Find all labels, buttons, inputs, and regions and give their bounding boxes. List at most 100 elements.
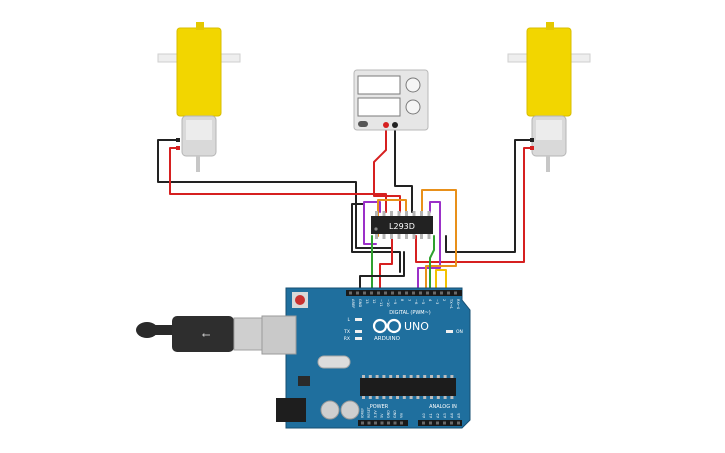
right-motor-terminal-2[interactable] [530, 146, 534, 150]
right-motor-cap [536, 120, 562, 140]
digital-pin[interactable] [391, 291, 394, 295]
right-motor-terminal-1[interactable] [530, 138, 534, 142]
analog-pin[interactable] [443, 421, 446, 425]
led-on-label: ON [456, 329, 463, 335]
digital-pin[interactable] [419, 291, 422, 295]
digital-pin[interactable] [398, 291, 401, 295]
ic-pins-bottom [375, 234, 431, 239]
wire-left-motor-black[interactable] [157, 139, 393, 249]
left-motor-terminal-1[interactable] [176, 138, 180, 142]
mcu-pin [402, 396, 406, 399]
digital-pin[interactable] [363, 291, 366, 295]
analog-pin-label: A1 [429, 413, 433, 418]
led-l [355, 318, 362, 321]
l293d-chip[interactable]: L293D [371, 211, 433, 239]
analog-pin[interactable] [436, 421, 439, 425]
digital-pin-label: ~11 [379, 299, 383, 307]
digital-pin[interactable] [370, 291, 373, 295]
digital-pin[interactable] [426, 291, 429, 295]
ic-pin[interactable] [412, 234, 416, 239]
digital-pin[interactable] [454, 291, 457, 295]
analog-header-label: ANALOG IN [429, 404, 457, 410]
mcu-pin [416, 375, 420, 378]
ic-pin[interactable] [405, 211, 408, 216]
digital-pin[interactable] [433, 291, 436, 295]
mcu-pin [409, 396, 413, 399]
wire-psu-black[interactable] [394, 125, 413, 213]
ic-pin[interactable] [382, 234, 386, 239]
wire-green-2[interactable] [429, 235, 435, 289]
psu-positive-terminal[interactable] [383, 122, 389, 128]
wire-orange-loop[interactable] [421, 189, 457, 289]
ic-pin[interactable] [427, 234, 431, 239]
digital-pin[interactable] [377, 291, 380, 295]
left-dc-motor[interactable] [157, 22, 241, 172]
led-l-label: L [347, 317, 350, 323]
power-pin[interactable] [361, 421, 364, 425]
power-pin[interactable] [400, 421, 403, 425]
digital-pin-label: RX←0 [456, 299, 460, 310]
ic-pin[interactable] [397, 211, 401, 216]
right-dc-motor[interactable] [507, 22, 591, 172]
wire-psu-red[interactable] [373, 125, 401, 213]
wire-black-loop[interactable] [351, 203, 401, 273]
psu-negative-terminal[interactable] [392, 122, 398, 128]
power-pin[interactable] [387, 421, 390, 425]
wire-purple-right[interactable] [417, 201, 441, 289]
ic-pin[interactable] [420, 211, 423, 216]
digital-pin[interactable] [447, 291, 450, 295]
power-pin[interactable] [393, 421, 397, 425]
digital-pin-label: ~5 [421, 299, 425, 304]
analog-pin[interactable] [457, 421, 460, 425]
power-pin-label: RESET [367, 406, 371, 418]
ic-pin[interactable] [427, 211, 431, 216]
power-supply[interactable] [353, 69, 429, 131]
analog-pin[interactable] [429, 421, 432, 425]
analog-pin-label: A2 [436, 413, 440, 418]
digital-pin[interactable] [384, 291, 387, 295]
reset-button[interactable] [295, 295, 305, 305]
psu-voltage-knob[interactable] [405, 77, 421, 93]
wire-right-motor-red[interactable] [415, 147, 534, 263]
analog-pin[interactable] [422, 421, 425, 425]
ic-pin[interactable] [412, 211, 416, 216]
ic-pin[interactable] [397, 234, 401, 239]
power-header-pins [361, 421, 403, 425]
ic-pin[interactable] [375, 234, 378, 239]
digital-pin[interactable] [349, 291, 352, 295]
wire-left-motor-red[interactable] [169, 147, 387, 213]
power-pin-label: GND [393, 410, 397, 418]
analog-pin-label: A4 [450, 413, 454, 418]
wire-red-board[interactable] [379, 235, 393, 289]
wire-purple-left[interactable] [363, 201, 381, 245]
digital-pin-label: ~10 [386, 299, 390, 307]
ic-pin[interactable] [382, 211, 386, 216]
psu-current-knob[interactable] [405, 99, 421, 115]
ic-pin[interactable] [420, 234, 423, 239]
digital-pin[interactable] [356, 291, 359, 295]
power-pin[interactable] [367, 421, 371, 425]
analog-pin[interactable] [450, 421, 453, 425]
wire-black-board[interactable] [359, 251, 405, 289]
psu-power-switch[interactable] [358, 121, 368, 127]
wire-yellow[interactable] [435, 269, 447, 289]
digital-pin-label: TX→1 [449, 298, 453, 309]
power-pin[interactable] [380, 421, 384, 425]
digital-pin[interactable] [440, 291, 443, 295]
usb-plug[interactable] [172, 316, 234, 352]
ic-pin[interactable] [375, 211, 378, 216]
wire-right-motor-black[interactable] [445, 139, 534, 253]
arduino-uno-board[interactable]: ⭠ L TX RX ON ARDUINO UNO [136, 287, 471, 429]
ic-pin[interactable] [405, 234, 408, 239]
power-pin[interactable] [374, 421, 377, 425]
digital-pin[interactable] [412, 291, 415, 295]
voltage-regulator [298, 376, 310, 386]
digital-pin[interactable] [405, 291, 408, 295]
dc-barrel-jack[interactable] [276, 398, 306, 422]
ic-pin[interactable] [390, 234, 393, 239]
mcu-pin [375, 396, 379, 399]
left-motor-terminal-2[interactable] [176, 146, 180, 150]
ic-pin[interactable] [390, 211, 393, 216]
usb-b-port[interactable] [261, 315, 297, 355]
